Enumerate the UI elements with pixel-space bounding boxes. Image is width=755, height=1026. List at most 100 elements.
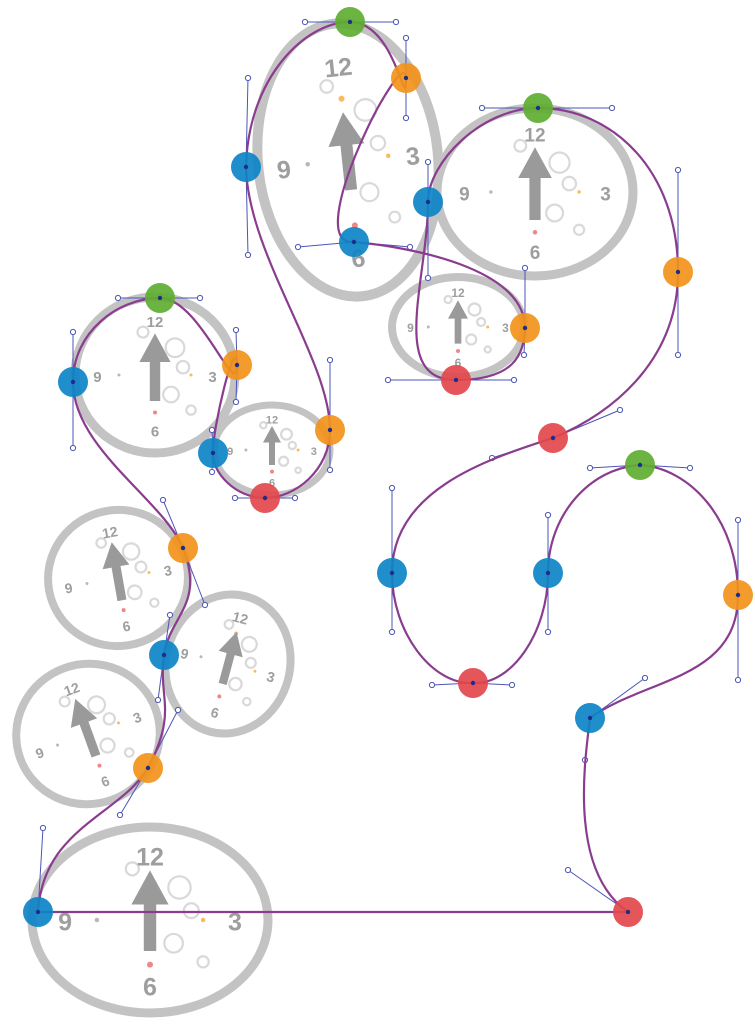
decorative-bubble <box>369 134 387 152</box>
decorative-bubble <box>465 333 478 346</box>
bezier-handle-knob[interactable] <box>326 466 334 474</box>
bezier-handle-knob[interactable] <box>586 464 594 472</box>
bezier-handle-knob[interactable] <box>231 494 239 502</box>
bezier-handle-knob[interactable] <box>232 398 240 406</box>
decorative-bubble <box>244 656 257 669</box>
bezier-handle-knob[interactable] <box>69 444 77 452</box>
decorative-bubble <box>228 676 243 692</box>
decorative-bubble <box>164 337 186 359</box>
bezier-handle-knob[interactable] <box>388 484 396 492</box>
bezier-handle-knob[interactable] <box>544 511 552 519</box>
bezier-handle-knob[interactable] <box>392 18 400 26</box>
bezier-handle-knob[interactable] <box>424 158 432 166</box>
bezier-handle-knob[interactable] <box>208 426 216 434</box>
tick-dot <box>200 917 206 923</box>
bezier-handle-knob[interactable] <box>196 294 204 302</box>
bezier-handle-knob[interactable] <box>734 516 742 524</box>
clock-hand-arrow <box>218 632 243 686</box>
bezier-handle-knob[interactable] <box>301 18 309 26</box>
bezier-handle-knob[interactable] <box>674 166 682 174</box>
bezier-handle-knob[interactable] <box>521 264 529 272</box>
bezier-handle-knob[interactable] <box>201 601 209 609</box>
bezier-handle-knob[interactable] <box>114 294 122 302</box>
bezier-handle-knob[interactable] <box>616 406 624 414</box>
anchor-point <box>234 362 240 368</box>
anchor-point <box>351 239 357 245</box>
bezier-handle-knob[interactable] <box>154 696 162 704</box>
decorative-bubble <box>280 427 294 441</box>
decorative-bubble <box>223 618 235 630</box>
tick-dot <box>244 448 248 452</box>
bezier-handle-knob[interactable] <box>686 464 694 472</box>
bezier-handle-knob[interactable] <box>674 351 682 359</box>
clock-hand-arrow <box>70 698 101 758</box>
clock-hand-arrow <box>139 333 171 401</box>
tick-dot <box>121 608 126 613</box>
decorative-bubble <box>58 695 71 708</box>
clock-hand-arrow <box>328 112 365 191</box>
tick-dot <box>153 410 157 415</box>
bezier-handle-knob[interactable] <box>326 356 334 364</box>
tick-dot <box>116 721 120 725</box>
clock-numeral-12: 12 <box>524 126 545 147</box>
bezier-handle-knob[interactable] <box>520 351 528 359</box>
bezier-handle-knob[interactable] <box>159 496 167 504</box>
bezier-handle-knob[interactable] <box>244 74 252 82</box>
bezier-handle-knob[interactable] <box>291 494 299 502</box>
decorative-bubble <box>167 875 192 900</box>
tick-dot <box>270 469 274 474</box>
bezier-handle-knob[interactable] <box>244 251 252 259</box>
anchor-point <box>327 427 333 433</box>
bezier-handle-knob[interactable] <box>388 628 396 636</box>
tick-dot <box>56 743 60 747</box>
bezier-handle-knob[interactable] <box>478 104 486 112</box>
bezier-handle-knob[interactable] <box>116 811 124 819</box>
bezier-handle-knob[interactable] <box>608 104 616 112</box>
bezier-handle-knob[interactable] <box>384 376 392 384</box>
anchor-point <box>70 379 76 385</box>
anchor-point <box>425 199 431 205</box>
bezier-handle-knob[interactable] <box>510 376 518 384</box>
bezier-handle-knob[interactable] <box>402 114 410 122</box>
bezier-handle-knob[interactable] <box>174 706 182 714</box>
decorative-bubble <box>162 385 180 404</box>
decorative-bubble <box>483 345 492 354</box>
bezier-handle-knob[interactable] <box>544 628 552 636</box>
clock-hand-arrow <box>448 300 468 344</box>
clock-numeral-6: 6 <box>143 974 157 1002</box>
clock-numeral-6: 6 <box>209 704 221 722</box>
tick-dot <box>386 153 391 159</box>
clock-numeral-6: 6 <box>151 423 159 440</box>
decorative-bubble <box>241 696 252 707</box>
anchor-point <box>675 269 681 275</box>
bezier-handle-knob[interactable] <box>69 328 77 336</box>
clock-numeral-9: 9 <box>227 446 233 458</box>
bezier-handle-knob[interactable] <box>294 243 302 251</box>
decorative-bubble <box>545 203 565 223</box>
bezier-handle-knob[interactable] <box>508 681 516 689</box>
bezier-handle-knob[interactable] <box>424 274 432 282</box>
bezier-handle-knob[interactable] <box>232 326 240 334</box>
bezier-handle-knob[interactable] <box>564 866 572 874</box>
bezier-handle-knob[interactable] <box>734 676 742 684</box>
tick-dot <box>147 571 151 575</box>
anchor-point <box>550 435 556 441</box>
bezier-handle-knob[interactable] <box>641 674 649 682</box>
anchor-point <box>535 105 541 111</box>
clock-numeral-6: 6 <box>121 618 132 635</box>
bezier-handle-knob[interactable] <box>428 681 436 689</box>
anchor-point <box>35 909 41 915</box>
bezier-handle-knob[interactable] <box>402 34 410 42</box>
anchor-point <box>157 295 163 301</box>
clock-hand-arrow <box>518 147 552 220</box>
decorative-bubble <box>359 182 380 203</box>
decorative-bubble <box>196 955 210 969</box>
bezier-handle-knob[interactable] <box>166 611 174 619</box>
bezier-handle-knob[interactable] <box>39 824 47 832</box>
bezier-handle-knob[interactable] <box>208 468 216 476</box>
anchor-point <box>587 715 593 721</box>
